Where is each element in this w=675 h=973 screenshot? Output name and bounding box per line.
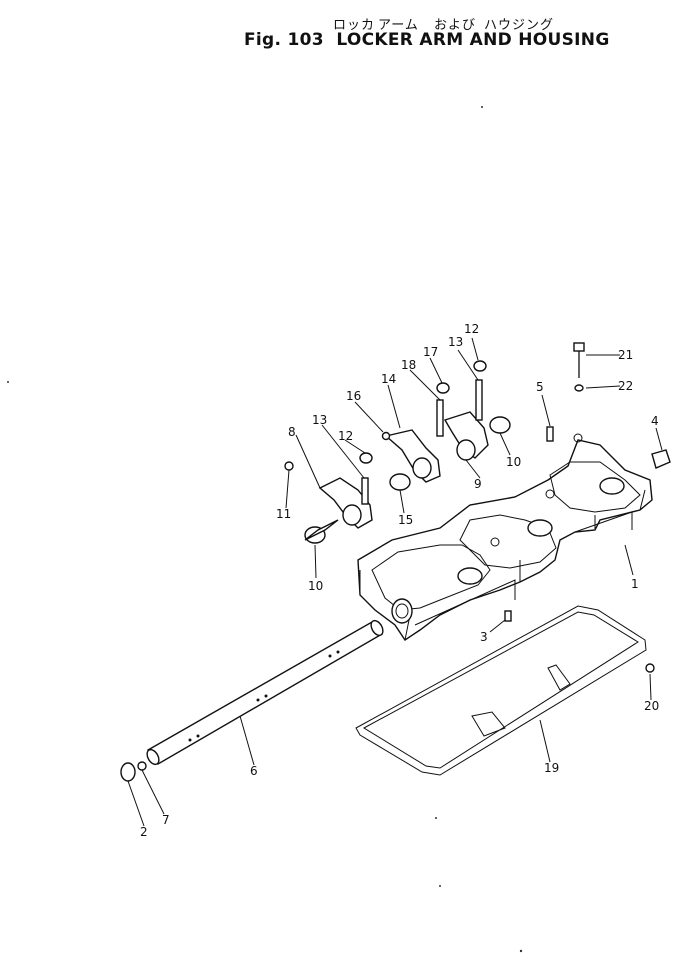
callout-4: 4 — [651, 414, 659, 428]
rocker-housing — [357, 433, 653, 641]
bolt-washer — [574, 384, 584, 392]
dowel-pin — [546, 426, 554, 442]
drain-plug — [504, 610, 512, 622]
figure-number: Fig. 103 — [244, 30, 324, 50]
callout-10-upper: 10 — [506, 455, 521, 469]
callout-14: 14 — [381, 372, 396, 386]
callout-13-left: 13 — [312, 413, 327, 427]
rocker-arm-left — [318, 477, 373, 529]
callout-16: 16 — [346, 389, 361, 403]
housing-bolt-head — [573, 342, 585, 352]
callout-18: 18 — [401, 358, 416, 372]
jp-title-rocker: ロッカ — [333, 18, 376, 33]
callout-1: 1 — [631, 577, 639, 591]
figure-title: Fig. 103 LOCKER ARM AND HOUSING — [244, 30, 610, 50]
callout-7: 7 — [162, 813, 170, 827]
jp-title-housing: ハウジング — [484, 18, 555, 33]
callout-12-right: 12 — [464, 322, 479, 336]
shaft-seal — [137, 761, 147, 771]
adjust-nut-right — [473, 360, 487, 372]
callout-3: 3 — [480, 630, 488, 644]
callout-11: 11 — [276, 507, 291, 521]
jp-title-and: および — [434, 18, 477, 33]
callout-19: 19 — [544, 761, 559, 775]
bushing-middle — [389, 473, 411, 491]
callout-12-left: 12 — [338, 429, 353, 443]
bushing-upper — [489, 416, 511, 434]
oil-filler-cap — [651, 449, 671, 469]
figure-header: ロッカ アーム および ハウジング Fig. 103 LOCKER ARM AN… — [0, 0, 675, 60]
gasket-washer — [645, 663, 655, 673]
callout-20: 20 — [644, 699, 659, 713]
figure-caption: LOCKER ARM AND HOUSING — [336, 30, 610, 50]
rocker-shaft — [146, 619, 384, 766]
lock-pin — [284, 461, 294, 471]
housing-gasket — [355, 605, 647, 776]
callout-9: 9 — [474, 477, 482, 491]
callout-10-lower: 10 — [308, 579, 323, 593]
callout-5: 5 — [536, 380, 544, 394]
jp-title-arm: アーム — [378, 18, 419, 33]
callout-6: 6 — [250, 764, 258, 778]
end-plug — [120, 762, 136, 782]
adjust-nut-left — [359, 452, 373, 464]
callout-21: 21 — [618, 348, 633, 362]
callout-8: 8 — [288, 425, 296, 439]
leader-lines — [127, 337, 663, 827]
spacer-ring — [381, 431, 391, 441]
rocker-arm-center — [384, 429, 441, 483]
callout-labels: 1 2 3 4 5 6 7 8 9 10 10 11 12 12 13 13 1… — [140, 322, 659, 839]
callout-2: 2 — [140, 825, 148, 839]
callout-17: 17 — [423, 345, 438, 359]
callout-22: 22 — [618, 379, 633, 393]
callout-15: 15 — [398, 513, 413, 527]
callout-13-right: 13 — [448, 335, 463, 349]
adjust-nut-center — [436, 382, 450, 394]
